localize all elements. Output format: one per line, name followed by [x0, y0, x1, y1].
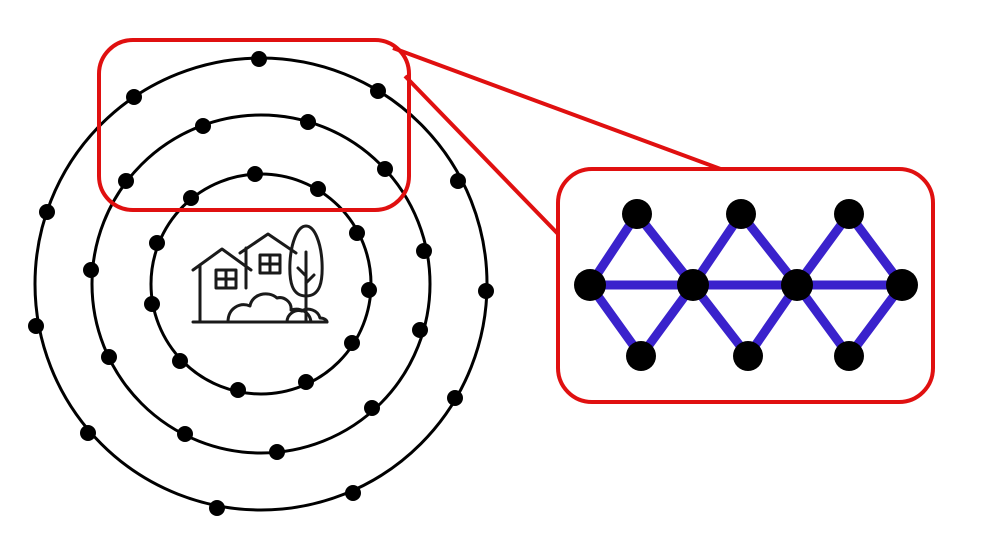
- ring-node: [83, 262, 99, 278]
- ring-node: [300, 114, 316, 130]
- ring-node: [28, 318, 44, 334]
- ring-node: [80, 425, 96, 441]
- zoom-node: [733, 341, 763, 371]
- zoom-node: [834, 341, 864, 371]
- ring-node: [177, 426, 193, 442]
- ring-nodes: [28, 51, 494, 516]
- middle-ring: [90, 113, 432, 455]
- ring-node: [377, 161, 393, 177]
- ring-node: [195, 118, 211, 134]
- ring-node: [370, 83, 386, 99]
- ring-node: [39, 204, 55, 220]
- zoom-nodes: [574, 199, 918, 371]
- ring-node: [126, 89, 142, 105]
- zoom-node: [781, 269, 813, 301]
- ring-node: [450, 173, 466, 189]
- ring-node: [251, 51, 267, 67]
- zoom-node: [726, 199, 756, 229]
- ring-node: [269, 444, 285, 460]
- ring-node: [361, 282, 377, 298]
- ring-node: [183, 190, 199, 206]
- zoom-connector-bottom: [403, 74, 562, 238]
- ring-node: [478, 283, 494, 299]
- ring-node: [412, 322, 428, 338]
- zoom-region-highlight: [97, 38, 411, 212]
- ring-node: [144, 296, 160, 312]
- ring-node: [345, 485, 361, 501]
- rings-group: [33, 56, 489, 512]
- ring-node: [310, 181, 326, 197]
- ring-node: [344, 335, 360, 351]
- zoom-node: [574, 269, 606, 301]
- ring-node: [447, 390, 463, 406]
- ring-node: [230, 382, 246, 398]
- ring-node: [298, 374, 314, 390]
- ring-node: [364, 400, 380, 416]
- ring-node: [172, 353, 188, 369]
- ring-node: [101, 349, 117, 365]
- zoom-node: [677, 269, 709, 301]
- ring-node: [149, 235, 165, 251]
- village-houses-tree-icon: [191, 224, 329, 324]
- zoom-connector-top: [392, 46, 727, 173]
- ring-node: [118, 173, 134, 189]
- zoom-node: [834, 199, 864, 229]
- ring-node: [209, 500, 225, 516]
- ring-node: [349, 225, 365, 241]
- ring-node: [247, 166, 263, 182]
- zoom-node: [886, 269, 918, 301]
- zoom-node: [622, 199, 652, 229]
- outer-ring: [33, 56, 489, 512]
- zoom-node: [626, 341, 656, 371]
- ring-node: [416, 243, 432, 259]
